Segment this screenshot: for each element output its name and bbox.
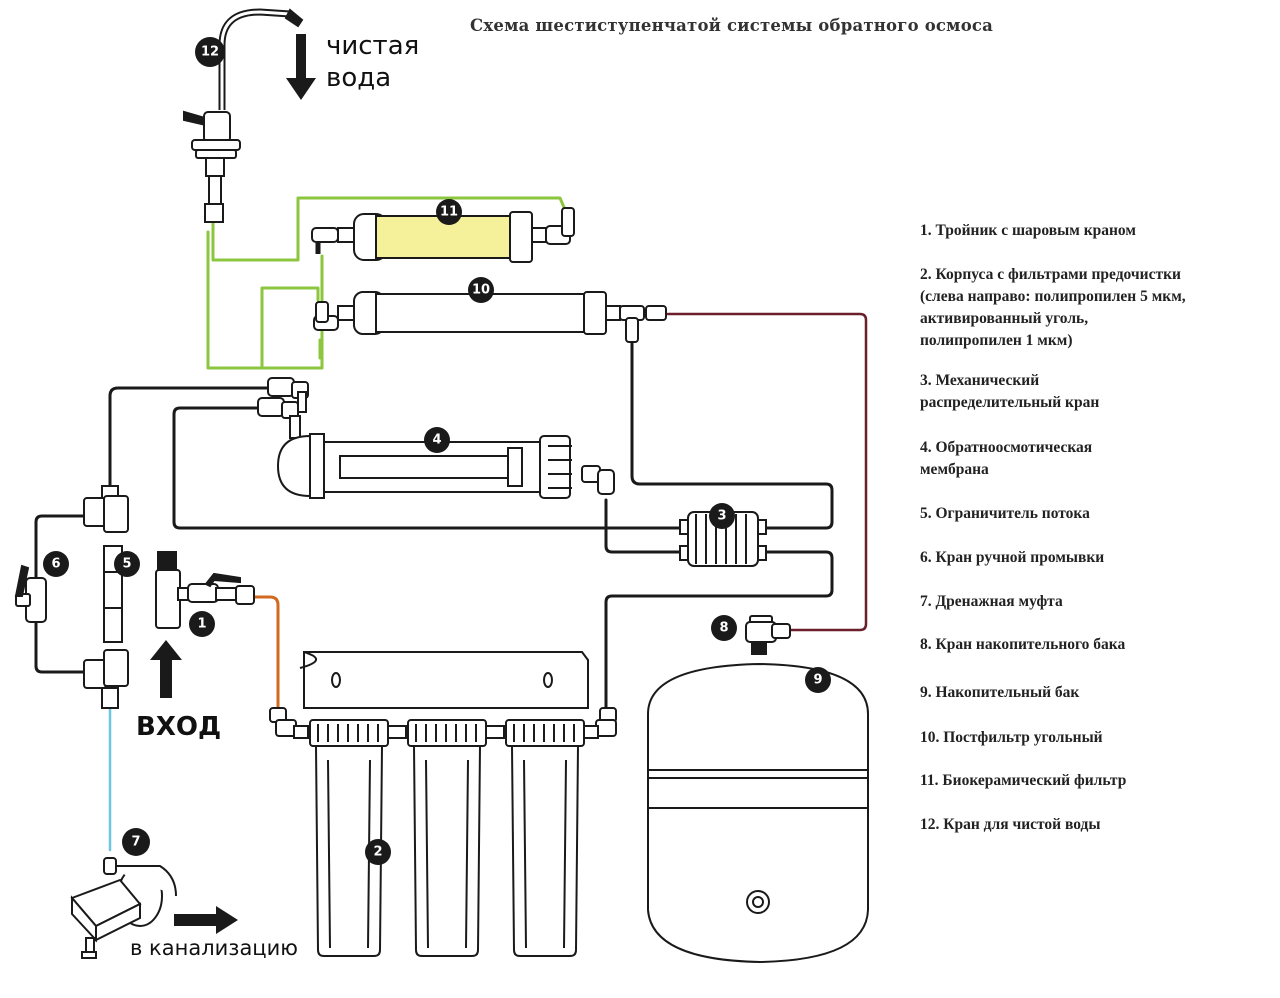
legend-item-2: 2. Корпуса с фильтрами предочистки (слев… <box>920 266 1186 349</box>
svg-text:6: 6 <box>51 557 60 572</box>
legend-item-1: 1. Тройник с шаровым краном <box>920 222 1136 239</box>
drain-label: в канализацию <box>130 936 298 960</box>
svg-text:5: 5 <box>122 557 131 572</box>
drain-saddle-7 <box>70 857 177 959</box>
marker-4: 4 <box>424 427 450 453</box>
svg-text:12: 12 <box>201 45 219 60</box>
housing-right <box>505 719 585 957</box>
svg-text:10: 10 <box>472 283 490 298</box>
legend-item-3: 3. Механический распределительный кран <box>920 372 1100 411</box>
marker-8: 8 <box>711 615 737 641</box>
arrows <box>150 34 316 934</box>
svg-text:1: 1 <box>197 617 206 632</box>
svg-text:11: 11 <box>440 205 458 220</box>
clean-water-arrow <box>286 34 316 100</box>
housing-middle <box>407 719 487 957</box>
number-markers: 12 11 10 4 3 6 5 1 8 9 2 7 <box>43 37 831 865</box>
tank-line <box>666 312 868 632</box>
tank-valve-8 <box>745 615 791 655</box>
legend-item-7: 7. Дренажная муфта <box>920 593 1063 610</box>
svg-text:3: 3 <box>717 509 726 524</box>
input-label: ВХОД <box>136 712 222 742</box>
legend-item-11: 11. Биокерамический фильтр <box>920 772 1127 789</box>
faucet-component <box>183 8 304 223</box>
input-arrow <box>150 640 182 698</box>
legend-item-6: 6. Кран ручной промывки <box>920 549 1105 566</box>
legend-item-12: 12. Кран для чистой воды <box>920 816 1101 833</box>
clean-water-label: чистая вода <box>326 31 420 93</box>
black-tubes <box>34 340 834 710</box>
marker-12: 12 <box>195 37 225 67</box>
marker-3: 3 <box>709 503 735 529</box>
input-tee-1 <box>155 551 255 629</box>
legend-item-4: 4. Обратноосмотическая мембрана <box>920 439 1093 478</box>
diagram-title: Схема шестиступенчатой системы обратного… <box>470 16 994 35</box>
flush-valve-6 <box>14 564 47 623</box>
marker-11: 11 <box>436 199 462 225</box>
marker-1: 1 <box>189 611 215 637</box>
legend-item-10: 10. Постфильтр угольный <box>920 729 1103 746</box>
storage-tank-9 <box>647 662 869 964</box>
svg-text:8: 8 <box>719 621 728 636</box>
prefilter-housings-2 <box>269 651 617 957</box>
marker-10: 10 <box>468 277 494 303</box>
marker-5: 5 <box>114 551 140 577</box>
tubes <box>34 196 868 852</box>
svg-text:7: 7 <box>131 835 140 850</box>
legend-item-8: 8. Кран накопительного бака <box>920 636 1126 653</box>
legend-item-9: 9. Накопительный бак <box>920 684 1080 701</box>
input-line <box>252 595 280 714</box>
marker-6: 6 <box>43 551 69 577</box>
housing-left <box>309 719 389 957</box>
legend-item-5: 5. Ограничитель потока <box>920 505 1090 522</box>
flow-restrictor-5 <box>83 485 129 709</box>
svg-text:4: 4 <box>432 433 441 448</box>
marker-7: 7 <box>122 828 150 856</box>
marker-2: 2 <box>365 839 391 865</box>
membrane-4 <box>257 377 615 499</box>
marker-9: 9 <box>805 667 831 693</box>
drain-arrow <box>174 906 238 934</box>
svg-text:9: 9 <box>813 673 822 688</box>
svg-text:2: 2 <box>373 845 382 860</box>
filter-10-post-carbon <box>313 291 667 343</box>
